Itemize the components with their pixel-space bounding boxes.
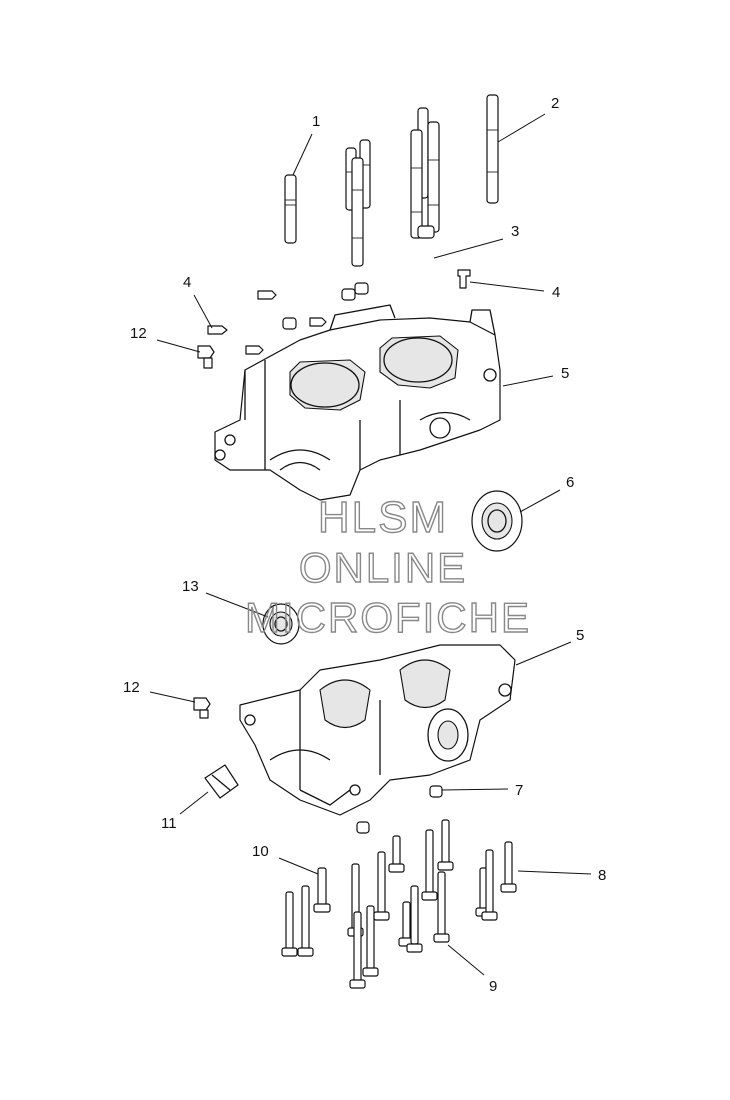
- lower-crankcase[interactable]: [239, 644, 516, 816]
- harness-clip[interactable]: [204, 764, 239, 799]
- crankcase-bolts-group[interactable]: [281, 819, 517, 989]
- callout-labels: 1 2 3 4 4 12 5 6 13 5 12 7 11 10 8 9: [123, 95, 606, 995]
- upper-crankcase[interactable]: [214, 304, 501, 501]
- bolt-i: [406, 885, 423, 953]
- stud-1a: [284, 174, 297, 244]
- bolt-d: [349, 911, 366, 989]
- callout-13: 13: [182, 578, 199, 595]
- cylinder-studs-group[interactable]: [284, 107, 440, 267]
- bolt-10: [313, 867, 331, 913]
- callout-3: 3: [511, 223, 519, 240]
- callout-10: 10: [252, 843, 269, 860]
- callout-5-lower: 5: [576, 627, 584, 644]
- bolt-g: [388, 835, 405, 873]
- callout-4-left: 4: [183, 274, 191, 291]
- bolt-j: [421, 829, 438, 901]
- bolt-b: [297, 885, 314, 957]
- watermark-line-2: ONLINE: [299, 544, 467, 591]
- bolt-f: [373, 851, 390, 921]
- callout-4-right: 4: [552, 284, 560, 301]
- watermark: HLSM ONLINE MICROFICHE: [244, 492, 531, 641]
- leader-lines: [149, 113, 592, 976]
- callout-1: 1: [312, 113, 320, 130]
- callout-8: 8: [598, 867, 606, 884]
- callout-2: 2: [551, 95, 559, 112]
- rivet-lower[interactable]: [193, 697, 211, 719]
- bolt-l: [437, 819, 454, 871]
- callout-6: 6: [566, 474, 574, 491]
- bolt-8: [500, 841, 517, 893]
- stud-1f: [427, 121, 440, 233]
- bolt-e: [362, 905, 379, 977]
- watermark-line-3: MICROFICHE: [245, 594, 531, 641]
- dowel-pins-upper[interactable]: [282, 225, 435, 330]
- stud-1g: [410, 129, 423, 239]
- bolt-k: [433, 871, 450, 943]
- stud-1d: [351, 157, 364, 267]
- bolt-a: [281, 891, 298, 957]
- rivet-upper[interactable]: [197, 345, 215, 369]
- callout-9: 9: [489, 978, 497, 995]
- crank-seal-large[interactable]: [471, 490, 523, 552]
- callout-7: 7: [515, 782, 523, 799]
- crank-seal-small[interactable]: [262, 603, 300, 645]
- dowel-pins-lower[interactable]: [356, 785, 443, 834]
- oil-jet-fittings[interactable]: [207, 269, 471, 355]
- stud-2[interactable]: [486, 94, 499, 204]
- callout-11: 11: [161, 815, 177, 832]
- watermark-line-1: HLSM: [318, 493, 448, 542]
- callout-5-upper: 5: [561, 365, 569, 382]
- bolt-n: [481, 849, 498, 921]
- callout-12-lower: 12: [123, 679, 140, 696]
- callout-12-upper: 12: [130, 325, 147, 342]
